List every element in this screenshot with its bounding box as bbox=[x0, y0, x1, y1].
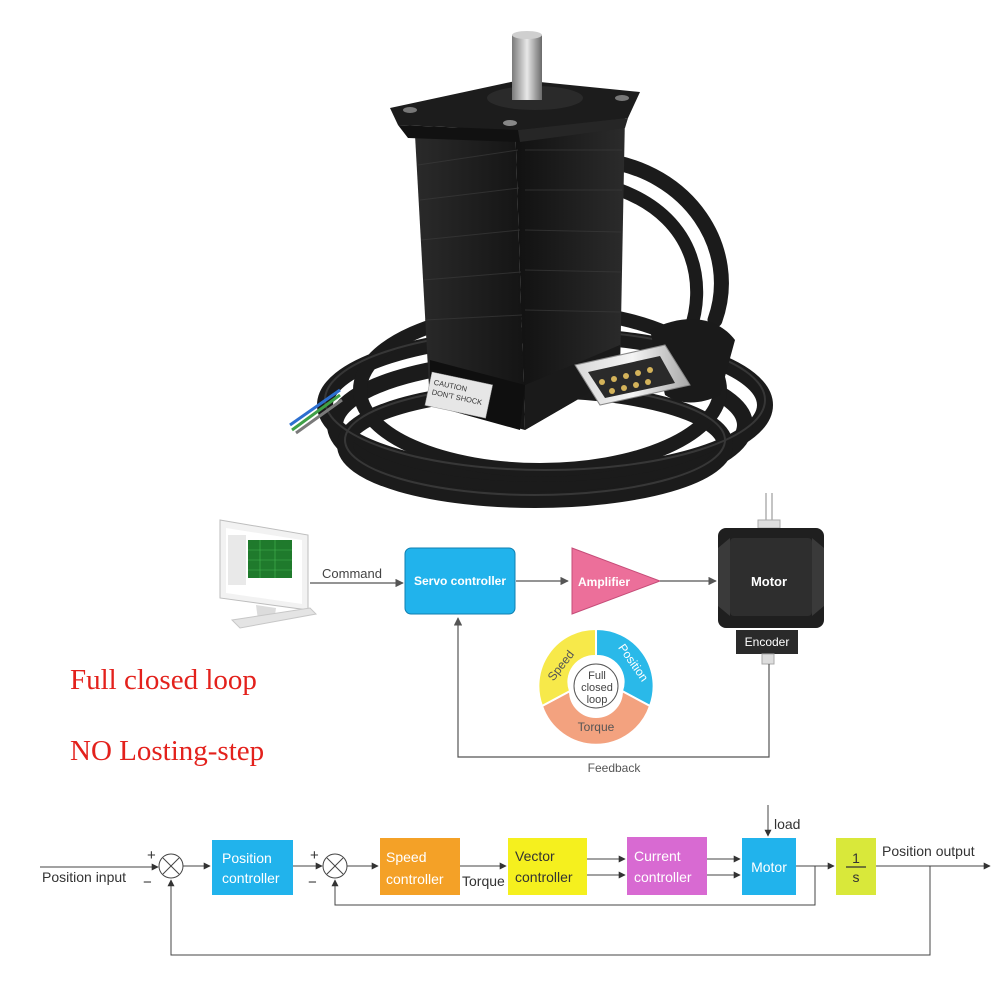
control-block-diagram: Position input + − Position controller +… bbox=[40, 805, 991, 956]
caution-label: CAUTION DON'T SHOCK bbox=[424, 371, 493, 419]
servo-controller-label: Servo controller bbox=[414, 574, 506, 588]
amplifier-label: Amplifier bbox=[578, 575, 630, 589]
svg-text:controller: controller bbox=[515, 869, 573, 885]
svg-text:+: + bbox=[147, 847, 156, 864]
encoder-label: Encoder bbox=[745, 635, 790, 649]
position-controller-box bbox=[212, 840, 293, 895]
svg-text:Position: Position bbox=[222, 850, 272, 866]
torque-label: Torque bbox=[462, 873, 505, 889]
speed-feedback-line bbox=[331, 866, 816, 906]
servo-motor-icon: Motor Encoder bbox=[718, 493, 824, 665]
servo-controller-box bbox=[404, 547, 516, 615]
vector-controller-box bbox=[508, 838, 587, 895]
amplifier-triangle bbox=[571, 547, 662, 615]
db9-connector bbox=[574, 319, 735, 406]
svg-text:loop: loop bbox=[587, 694, 608, 706]
current-controller-box bbox=[627, 837, 707, 895]
svg-text:Vector: Vector bbox=[515, 848, 555, 864]
svg-text:−: − bbox=[308, 874, 317, 891]
svg-text:Current: Current bbox=[634, 848, 681, 864]
summing-junction-1: + − bbox=[143, 847, 184, 891]
svg-text:Motor: Motor bbox=[751, 574, 787, 589]
servo-diagram: Command Servo controller Amplifier Motor… bbox=[219, 493, 824, 775]
slogan-full-closed-loop: Full closed loop bbox=[70, 664, 257, 696]
load-label: load bbox=[774, 816, 800, 832]
motor-shaft bbox=[512, 35, 542, 100]
summing-junction-2: + − bbox=[308, 847, 348, 891]
svg-text:−: − bbox=[143, 874, 152, 891]
position-output-label: Position output bbox=[882, 843, 975, 859]
loose-wires bbox=[289, 388, 343, 435]
svg-text:Motor: Motor bbox=[751, 859, 787, 875]
svg-text:+: + bbox=[310, 847, 319, 864]
position-input-label: Position input bbox=[42, 869, 126, 885]
position-feedback-line bbox=[167, 866, 931, 956]
svg-text:controller: controller bbox=[386, 871, 444, 887]
monitor-icon bbox=[219, 519, 318, 629]
svg-text:Speed: Speed bbox=[386, 849, 426, 865]
motor-body-left bbox=[415, 118, 525, 430]
svg-text:closed: closed bbox=[581, 682, 613, 694]
motor-box bbox=[742, 838, 796, 895]
motor-body-right bbox=[515, 115, 625, 430]
svg-text:1: 1 bbox=[852, 850, 860, 866]
speed-controller-box bbox=[380, 838, 460, 895]
svg-text:Torque: Torque bbox=[578, 720, 615, 734]
motor-photo: CAUTION DON'T SHOCK bbox=[289, 31, 773, 508]
svg-text:controller: controller bbox=[222, 870, 280, 886]
closed-loop-wheel: Speed Position Torque Full closed loop bbox=[537, 627, 655, 746]
svg-text:Full: Full bbox=[588, 670, 606, 682]
command-label: Command bbox=[322, 566, 382, 581]
svg-text:controller: controller bbox=[634, 869, 692, 885]
feedback-label: Feedback bbox=[588, 761, 642, 775]
svg-text:s: s bbox=[853, 869, 860, 885]
slogan-no-losing-step: NO Losting-step bbox=[70, 735, 265, 767]
feedback-line bbox=[453, 617, 770, 758]
